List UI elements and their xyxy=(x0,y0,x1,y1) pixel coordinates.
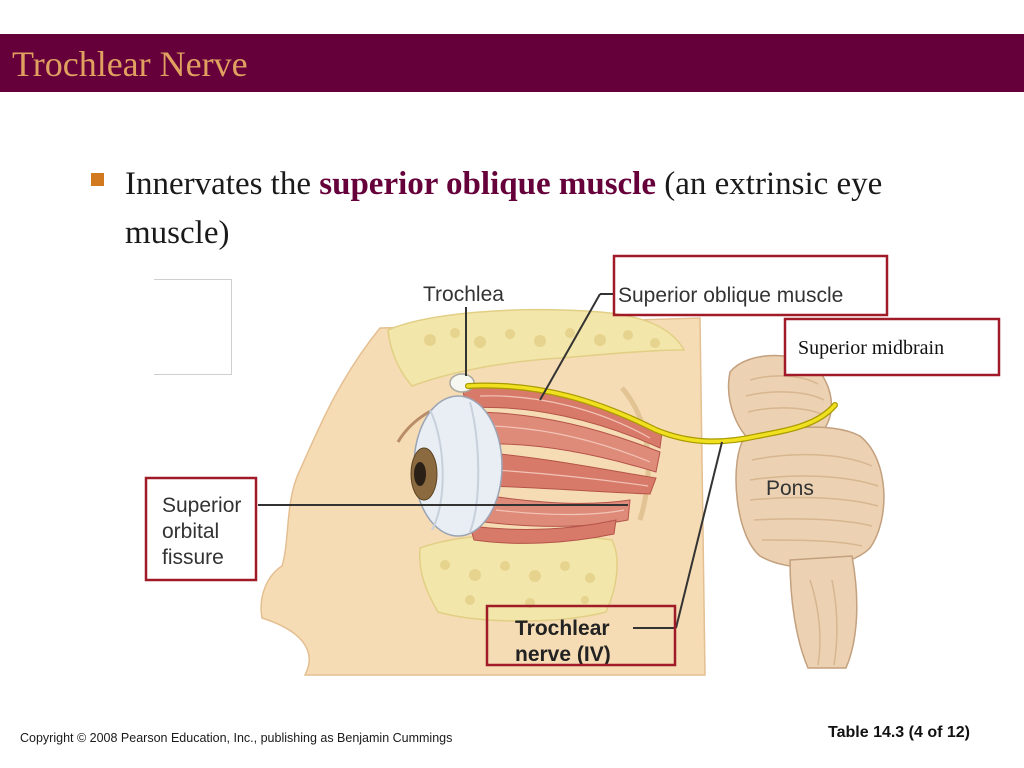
bullet-text: Innervates the superior oblique muscle (… xyxy=(125,160,885,258)
label-superior-oblique-muscle: Superior oblique muscle xyxy=(618,284,843,307)
label-trochlea: Trochlea xyxy=(423,283,504,306)
label-trochlear-nerve-line-1: Trochlear xyxy=(515,617,610,640)
highlight-box-superior-oblique xyxy=(612,254,889,317)
orbital-roof-bone xyxy=(387,309,686,387)
label-superior-midbrain: Superior midbrain xyxy=(798,337,944,359)
table-reference: Table 14.3 (4 of 12) xyxy=(828,724,970,741)
bone-texture xyxy=(424,328,660,608)
title-bar: Trochlear Nerve xyxy=(0,34,1024,92)
brainstem xyxy=(727,354,885,669)
label-superior-orbital-fissure-line-1: Superior xyxy=(162,494,241,517)
highlight-box-trochlear-nerve xyxy=(485,604,677,667)
slide-title: Trochlear Nerve xyxy=(12,44,248,84)
label-trochlear-nerve-line-2: nerve (IV) xyxy=(515,643,611,666)
label-superior-orbital-fissure-line-2: orbital xyxy=(162,520,219,543)
extraocular-muscles xyxy=(461,383,663,544)
bullet-square-icon xyxy=(91,173,104,186)
label-superior-orbital-fissure-line-3: fissure xyxy=(162,546,224,569)
highlight-boxes xyxy=(144,254,1001,667)
label-superior-orbital-fissure: Superior orbital fissure xyxy=(162,494,247,569)
bullet-text-suffix: (an extrinsic eye muscle) xyxy=(125,166,883,251)
label-pons: Pons xyxy=(766,477,814,500)
leader-lines xyxy=(258,293,723,629)
blank-placeholder-box xyxy=(154,279,232,375)
copyright-footer: Copyright © 2008 Pearson Education, Inc.… xyxy=(20,731,453,745)
highlight-box-orbital-fissure xyxy=(144,476,258,582)
superior-midbrain-box-bg xyxy=(785,320,999,374)
label-trochlear-nerve: Trochlear nerve (IV) xyxy=(515,617,615,666)
bullet-text-emphasis: superior oblique muscle xyxy=(319,166,657,202)
pupil xyxy=(414,462,426,486)
highlight-box-superior-midbrain xyxy=(783,317,1001,377)
bullet-text-prefix: Innervates the xyxy=(125,166,320,202)
